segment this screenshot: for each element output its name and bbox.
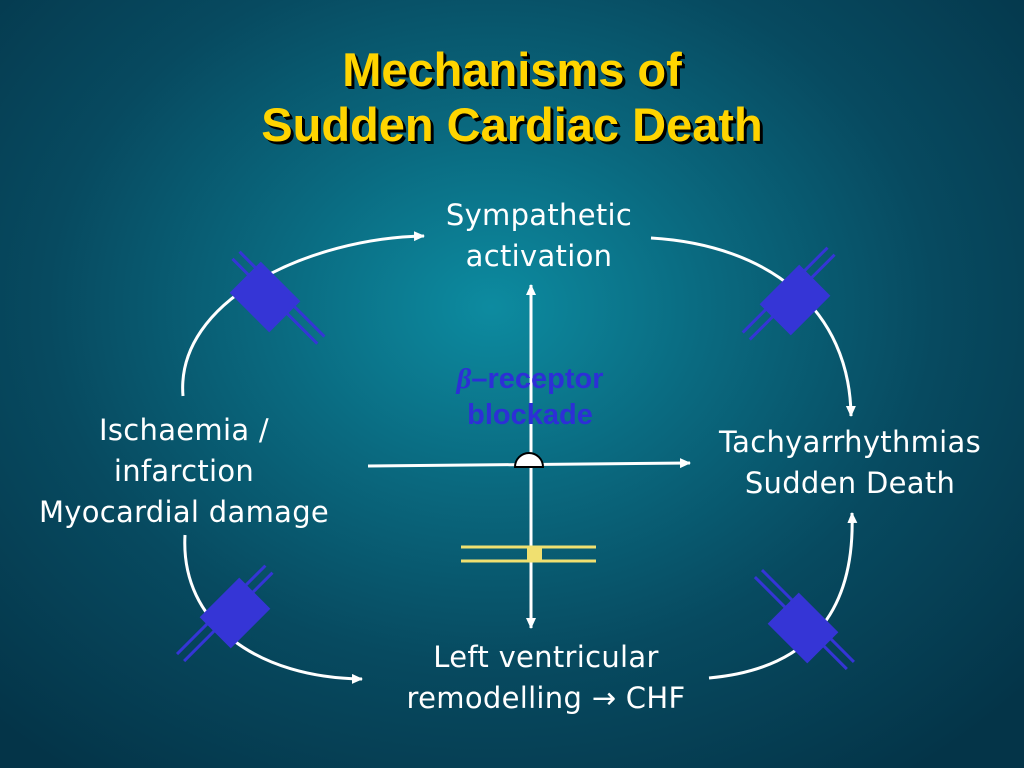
tachy-line-1: Tachyarrhythmias — [718, 425, 982, 459]
blocker-icon-bottom-right — [753, 568, 855, 671]
blocker-icon-top-right — [741, 246, 836, 341]
title-line-1: Mechanisms of — [342, 43, 682, 96]
receptor-cap-icon — [513, 452, 545, 468]
ischaemia-line-2: infarction — [113, 454, 255, 488]
ischaemia-line-1: Ischaemia / — [99, 413, 269, 447]
node-sympathetic-activation: Sympathetic activation — [389, 195, 689, 277]
blocker-icon-top-left — [229, 250, 326, 345]
lv-line-2: remodelling → CHF — [406, 681, 686, 715]
beta-receptor-blockade-label: β–receptor blockade — [410, 361, 650, 433]
node-ischaemia: Ischaemia / infarction Myocardial damage — [14, 410, 354, 533]
sympathetic-line-1: Sympathetic — [445, 198, 633, 232]
sympathetic-line-2: activation — [465, 239, 613, 273]
slide-title: Mechanisms of Sudden Cardiac Death — [0, 42, 1024, 152]
blocker-icon-bottom-left — [175, 564, 274, 663]
receptor-text: –receptor — [471, 363, 604, 395]
tachy-line-2: Sudden Death — [744, 466, 956, 500]
node-lv-remodelling: Left ventricular remodelling → CHF — [366, 637, 726, 719]
node-tachyarrhythmias: Tachyarrhythmias Sudden Death — [690, 422, 1010, 504]
blockade-text: blockade — [467, 399, 593, 431]
ischaemia-line-3: Myocardial damage — [38, 495, 330, 529]
beta-receptor-line: β–receptor — [410, 361, 650, 397]
receptor-bar-icon — [461, 545, 596, 563]
lv-line-1: Left ventricular — [433, 640, 659, 674]
title-line-2: Sudden Cardiac Death — [261, 98, 763, 151]
beta-symbol: β — [456, 363, 472, 395]
